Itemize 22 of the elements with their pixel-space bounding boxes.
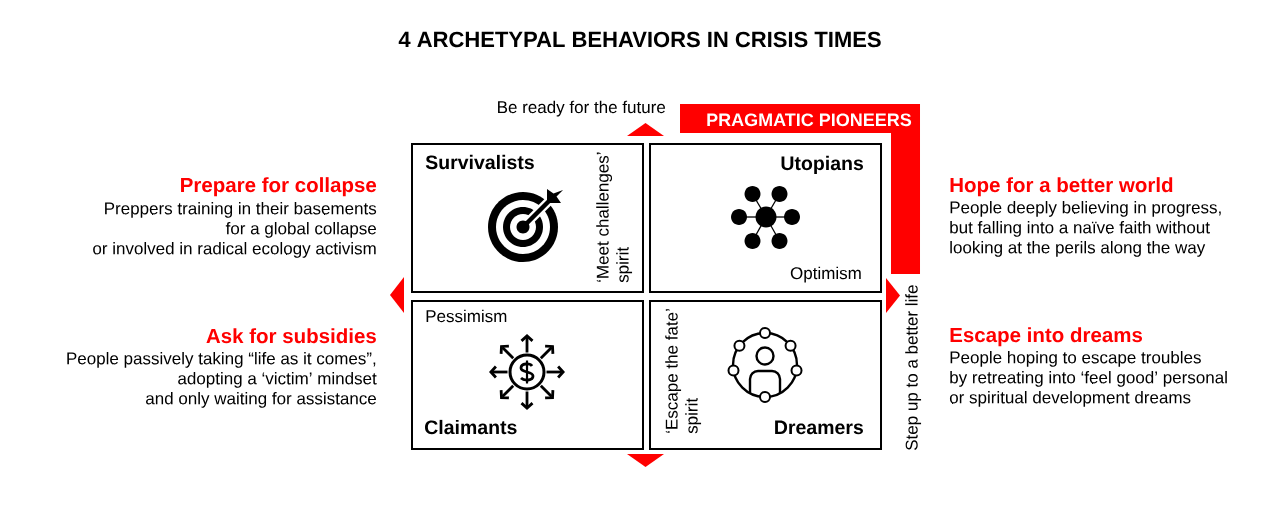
title: 4 ARCHETYPAL BEHAVIORS IN CRISIS TIMES [398,31,881,48]
quadrant-box [649,300,882,450]
category-heading: Escape into dreams [950,327,1143,347]
axis-label: Be ready for the future [498,100,666,117]
axis-label: Pessimism [426,309,507,323]
quadrant-box [411,300,644,450]
quadrant-title: Utopians [781,155,863,175]
quadrant-box [649,143,882,293]
category-heading: Prepare for collapse [181,177,377,197]
quadrant-title: Survivalists [425,154,534,170]
axis-label: ‘Meet challenges’ spirit [596,152,633,283]
axis-label: Step up to a better life [905,285,922,451]
axis-label: ‘Escape the fate’ spirit [665,309,702,434]
quadrant-box [411,143,644,293]
description-text: People hoping to escape troubles by retreating into ‘feel good’ personal or spiritual development dreams [949,350,1227,407]
description-text: People deeply believing in progress, but falling into a naïve faith without looking at the perils along the way [950,200,1221,257]
category-heading: Ask for subsidies [206,328,376,344]
quadrant-title: Dreamers [775,420,863,435]
quadrant-title: Claimants [425,419,517,435]
description-text: People passively taking “life as it comes”, adopting a ‘victim’ mindset and only waiting for assistance [67,351,377,408]
description-text: Preppers training in their basements for a global collapse or involved in radical ecology activism [93,201,377,258]
category-heading: Hope for a better world [950,177,1173,197]
